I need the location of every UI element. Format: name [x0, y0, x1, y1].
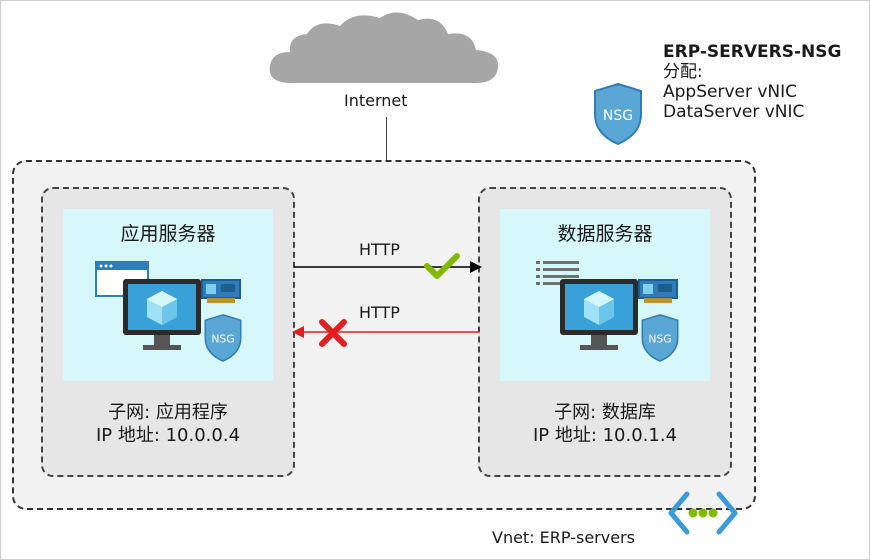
cloud-icon [269, 12, 499, 83]
vm-monitor-icon [123, 279, 201, 350]
data-server-box: 数据服务器 [500, 209, 710, 381]
allowed-check-icon [424, 253, 460, 279]
app-nsg-icon: NSG [204, 314, 242, 362]
data-nic-icon [638, 279, 678, 303]
app-server-box: 应用服务器 [63, 209, 273, 381]
denied-x-icon [319, 319, 347, 347]
app-subnet: 应用服务器 [41, 187, 295, 477]
data-ip-address: IP 地址: 10.0.1.4 [532, 425, 678, 446]
nsg-info-block: ERP-SERVERS-NSG 分配: AppServer vNIC DataS… [663, 42, 841, 122]
flow-denied-label: HTTP [359, 303, 400, 322]
flow-allowed-label: HTTP [359, 240, 400, 259]
data-subnet-name: 子网: 数据库 [554, 402, 656, 423]
nsg-badge-text: NSG [603, 108, 633, 124]
nsg-assignment-data: DataServer vNIC [663, 102, 805, 122]
data-server-title: 数据服务器 [557, 223, 653, 245]
nsg-name: ERP-SERVERS-NSG [663, 42, 842, 62]
app-ip-address: IP 地址: 10.0.0.4 [95, 425, 241, 446]
app-subnet-info: 子网: 应用程序 IP 地址: 10.0.0.4 [43, 401, 293, 447]
vnet-icon [668, 491, 738, 535]
data-nsg-text: NSG [648, 333, 671, 346]
data-subnet-info: 子网: 数据库 IP 地址: 10.0.1.4 [480, 401, 730, 447]
nsg-shield-icon: NSG [594, 82, 642, 146]
app-subnet-name: 子网: 应用程序 [108, 402, 228, 423]
nsg-assigned-label: 分配: [663, 62, 703, 82]
internet-label: Internet [344, 91, 408, 110]
data-nsg-icon: NSG [641, 314, 679, 362]
app-server-title: 应用服务器 [120, 223, 216, 245]
nsg-assignment-app: AppServer vNIC [663, 82, 798, 102]
nic-icon [201, 279, 241, 303]
data-vm-monitor-icon [560, 279, 638, 350]
vnet-container: 应用服务器 [12, 160, 756, 510]
internet-connector [386, 117, 387, 161]
app-nsg-text: NSG [211, 333, 234, 346]
data-subnet: 数据服务器 [478, 187, 732, 477]
vnet-label: Vnet: ERP-servers [492, 528, 635, 547]
